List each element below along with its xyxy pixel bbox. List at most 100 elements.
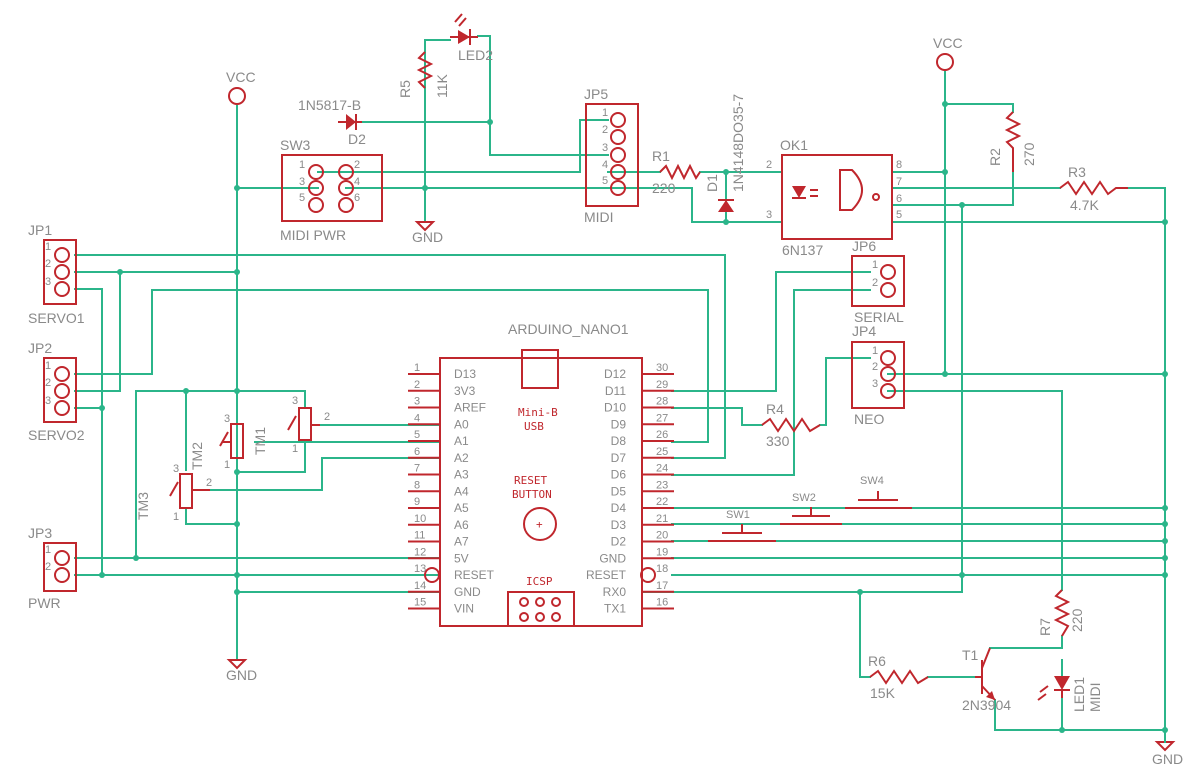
svg-text:6: 6 — [354, 192, 360, 204]
resistor-r4: R4 330 — [761, 401, 821, 449]
svg-text:GND: GND — [1152, 751, 1183, 767]
svg-text:D1: D1 — [704, 174, 720, 192]
pot-tm3: 3 1 2 TM3 — [135, 395, 330, 520]
svg-text:4: 4 — [602, 159, 608, 171]
svg-text:1: 1 — [45, 241, 51, 253]
svg-text:11K: 11K — [434, 73, 450, 98]
svg-text:R1: R1 — [652, 148, 670, 164]
svg-text:1: 1 — [602, 107, 608, 119]
svg-text:PWR: PWR — [28, 595, 61, 611]
wire-r4 — [819, 357, 871, 426]
svg-text:SW3: SW3 — [280, 137, 311, 153]
svg-text:R4: R4 — [766, 401, 784, 417]
led-led1: LED1 MIDI — [1037, 676, 1103, 712]
nano-pin-number: 28 — [656, 396, 668, 408]
svg-text:D2: D2 — [348, 131, 366, 147]
svg-text:T1: T1 — [962, 647, 979, 663]
svg-text:MIDI PWR: MIDI PWR — [280, 227, 346, 243]
svg-text:Mini-B: Mini-B — [518, 406, 558, 419]
wire-sw3-1 — [317, 119, 609, 173]
svg-text:SW2: SW2 — [792, 492, 816, 504]
nano-pin-number: 5 — [414, 429, 420, 441]
gnd-mid: GND — [412, 221, 443, 245]
svg-text:5: 5 — [299, 192, 305, 204]
svg-text:2: 2 — [354, 159, 360, 171]
svg-text:1: 1 — [299, 159, 305, 171]
wire-t1-e — [994, 699, 1166, 731]
connector-jp2: 1 2 3 JP2 SERVO2 — [28, 340, 85, 443]
svg-text:R3: R3 — [1068, 164, 1086, 180]
nano-pin-number: 3 — [414, 396, 420, 408]
nano-pin-name: D8 — [611, 434, 627, 448]
resistor-r6: R6 15K — [868, 653, 929, 701]
nano-pin-name: D9 — [611, 417, 627, 431]
nano-pin-number: 12 — [414, 546, 426, 558]
svg-text:+: + — [536, 518, 543, 531]
nano-pin-name: D6 — [611, 468, 627, 482]
nano-pin-number: 18 — [656, 563, 668, 575]
nano-pin-name: TX1 — [604, 602, 626, 616]
svg-text:3: 3 — [766, 209, 772, 221]
nano-pin-number: 24 — [656, 463, 668, 475]
nano-pin-name: A2 — [454, 451, 469, 465]
nano-pin-name: A6 — [454, 518, 469, 532]
wire-led2-k — [477, 35, 491, 123]
wire-jp2-1 — [74, 289, 709, 443]
svg-text:3: 3 — [173, 463, 179, 475]
nano-pin-name: RESET — [454, 568, 495, 582]
svg-text:TM1: TM1 — [252, 427, 268, 455]
svg-text:TM2: TM2 — [189, 442, 205, 470]
svg-text:BUTTON: BUTTON — [512, 488, 552, 501]
nano-pin-number: 19 — [656, 546, 668, 558]
nano-pin-name: GND — [454, 585, 481, 599]
nano-pin-name: D4 — [611, 501, 627, 515]
gnd-left: GND — [226, 659, 257, 683]
nano-pin-name: A4 — [454, 484, 469, 498]
connector-jp4: 1 2 3 JP4 NEO — [851, 323, 905, 427]
svg-text:6N137: 6N137 — [782, 242, 823, 258]
svg-text:6: 6 — [896, 193, 902, 205]
svg-text:4: 4 — [354, 176, 360, 188]
wire-d2 — [345, 121, 609, 156]
switch-sw1: SW1 — [708, 509, 776, 542]
nano-pin-number: 26 — [656, 429, 668, 441]
svg-text:2: 2 — [45, 377, 51, 389]
nano-pin-number: 27 — [656, 412, 668, 424]
wire-tm2-wiper — [209, 457, 441, 491]
vcc-left: VCC — [226, 69, 256, 105]
svg-text:2N3904: 2N3904 — [962, 697, 1011, 713]
nano-pin-number: 2 — [414, 379, 420, 391]
nano-pin-number: 11 — [414, 530, 425, 542]
svg-text:3: 3 — [45, 276, 51, 288]
wire-r3 — [1127, 187, 1166, 731]
svg-text:330: 330 — [766, 433, 790, 449]
nano-pin-name: GND — [599, 551, 626, 565]
svg-text:2: 2 — [872, 361, 878, 373]
connector-jp6: 1 2 JP6 SERIAL — [851, 238, 905, 325]
svg-text:2: 2 — [872, 277, 878, 289]
svg-text:JP5: JP5 — [584, 86, 608, 102]
nano-pin-name: D12 — [604, 367, 626, 381]
svg-text:3: 3 — [45, 395, 51, 407]
nano-pin-number: 30 — [656, 362, 668, 374]
transistor-t1: T1 2N3904 — [962, 647, 1011, 713]
nano-pin-name: AREF — [454, 401, 486, 415]
svg-text:SERIAL: SERIAL — [854, 309, 904, 325]
svg-text:1: 1 — [292, 443, 298, 455]
nano-pin-name: VIN — [454, 602, 474, 616]
wire-tm2-bot — [185, 509, 238, 525]
wire-d10 — [671, 407, 763, 426]
resistor-r1: R1 220 — [652, 148, 701, 196]
nano-pin-number: 1 — [414, 362, 420, 374]
svg-text:1: 1 — [45, 544, 51, 556]
nano-pin-name: RESET — [586, 568, 627, 582]
svg-text:4.7K: 4.7K — [1070, 197, 1099, 213]
svg-text:JP6: JP6 — [852, 238, 876, 254]
svg-text:GND: GND — [412, 229, 443, 245]
svg-text:15K: 15K — [870, 685, 896, 701]
svg-text:1N4148DO35-7: 1N4148DO35-7 — [730, 94, 746, 192]
svg-text:1N5817-B: 1N5817-B — [298, 97, 361, 113]
